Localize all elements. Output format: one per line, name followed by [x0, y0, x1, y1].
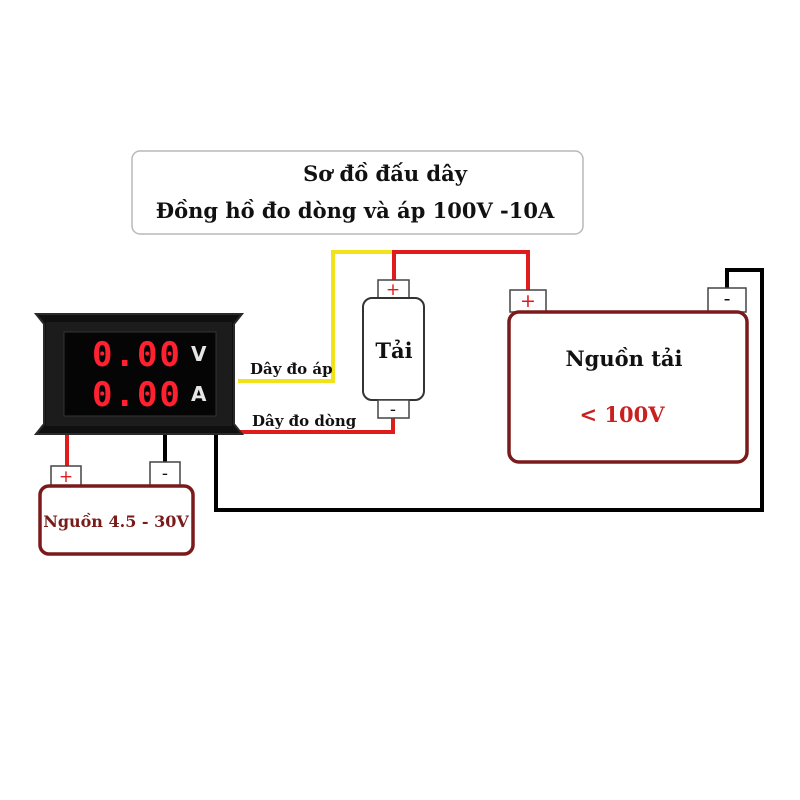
current-wire-label: Dây đo dòng	[252, 412, 357, 430]
voltage-unit: V	[191, 342, 207, 366]
red-load-plus-wire	[392, 250, 530, 291]
load-minus-sign: -	[390, 400, 396, 420]
meter-supply-box	[38, 484, 195, 556]
current-unit: A	[191, 382, 207, 406]
load-supply-box	[507, 310, 749, 464]
load-label: Tải	[375, 338, 412, 363]
voltage-sense-wire	[238, 250, 394, 383]
meter-supply-minus-sign: -	[162, 464, 168, 484]
load-component: + Tải -	[362, 279, 425, 420]
meter-supply: + - Nguồn 4.5 - 30V	[38, 461, 195, 556]
load-supply: + - Nguồn tải < 100V	[507, 287, 749, 464]
meter-supply-minus-terminal	[149, 461, 181, 487]
meter-supply-label: Nguồn 4.5 - 30V	[43, 512, 189, 531]
title-box: Sơ đồ đấu dây Đồng hồ đo dòng và áp 100V…	[131, 150, 584, 235]
current-reading: 0.00	[92, 375, 182, 415]
voltage-wire-label: Dây đo áp	[250, 360, 333, 378]
voltage-reading: 0.00	[92, 335, 182, 375]
load-supply-label: Nguồn tải	[565, 346, 682, 371]
volt-amp-meter: 0.00 V 0.00 A	[33, 313, 245, 435]
meter-display	[63, 331, 217, 417]
current-sense-wire	[238, 418, 395, 434]
load-supply-minus-sign: -	[724, 288, 731, 310]
load-supply-minus-terminal	[707, 287, 747, 313]
common-ground-wire	[214, 268, 764, 512]
load-minus-terminal	[377, 399, 410, 419]
load-supply-plus-sign: +	[520, 290, 536, 312]
meter-supply-plus-sign: +	[59, 467, 73, 487]
title-line-2: Đồng hồ đo dòng và áp 100V -10A	[156, 198, 555, 223]
title-line-1: Sơ đồ đấu dây	[303, 161, 468, 186]
load-supply-voltage: < 100V	[579, 402, 665, 427]
load-plus-sign: +	[386, 280, 400, 300]
